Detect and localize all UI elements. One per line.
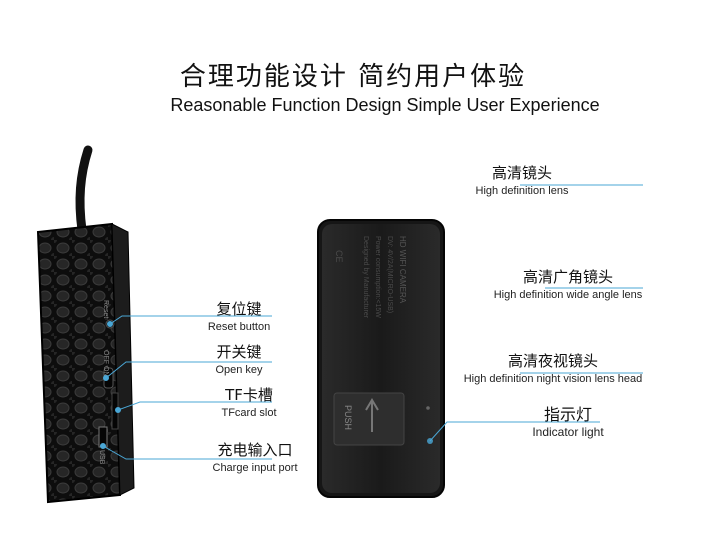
callout-hd-lens: 高清镜头 High definition lens: [452, 164, 592, 199]
callout-wide-lens: 高清广角镜头 High definition wide angle lens: [488, 268, 648, 303]
svg-text:CE: CE: [334, 250, 344, 263]
right-callout-lines: [429, 184, 643, 442]
side-reset-text: Reset: [102, 300, 109, 318]
back-line1: DV: 4V/2A(MICRO-USB): [386, 236, 393, 313]
left-callout-lines: [100, 315, 272, 460]
callout-tf: TF卡槽 TFcard slot: [206, 386, 292, 421]
device-back-view: HD WIFI CAMERA DV: 4V/2A(MICRO-USB) Powe…: [317, 219, 445, 498]
callout-night-lens: 高清夜视镜头 High definition night vision lens…: [456, 352, 650, 387]
callout-tf-en: TFcard slot: [221, 407, 277, 419]
callout-hd-lens-cn: 高清镜头: [491, 164, 552, 182]
callout-indicator-en: Indicator light: [532, 425, 604, 439]
device-side-view: Reset OFF ON USB: [36, 222, 135, 504]
callout-charge: 充电输入口 Charge input port: [200, 441, 310, 476]
callout-indicator-cn: 指示灯: [543, 405, 592, 424]
push-text: PUSH: [343, 405, 353, 430]
callout-reset: 复位键 Reset button: [196, 300, 282, 335]
callout-power-en: Open key: [215, 364, 263, 376]
heading-chinese: 合理功能设计 简约用户体验: [179, 62, 527, 92]
tf-card: PUSH: [333, 392, 405, 446]
back-line2: Power consumption:<15W: [374, 236, 381, 318]
callout-power: 开关键 Open key: [196, 343, 282, 378]
callout-wide-lens-en: High definition wide angle lens: [493, 289, 643, 301]
callout-night-lens-cn: 高清夜视镜头: [507, 352, 598, 370]
back-model-text: HD WIFI CAMERA: [398, 236, 407, 304]
callout-night-lens-en: High definition night vision lens head: [463, 373, 643, 385]
callout-charge-en: Charge input port: [212, 462, 298, 474]
callout-charge-cn: 充电输入口: [217, 441, 293, 459]
side-offon-text: OFF ON: [102, 350, 109, 376]
callout-hd-lens-en: High definition lens: [475, 185, 569, 197]
callout-wide-lens-cn: 高清广角镜头: [522, 268, 613, 286]
back-line3: Designed by Manufacturer: [362, 236, 369, 319]
side-usb-text: USB: [98, 450, 105, 465]
heading-english: Reasonable Function Design Simple User E…: [170, 95, 600, 115]
callout-indicator: 指示灯 Indicator light: [520, 405, 616, 440]
callout-reset-cn: 复位键: [216, 300, 262, 318]
callout-reset-en: Reset button: [207, 321, 271, 333]
cable: [75, 145, 93, 235]
callout-power-cn: 开关键: [216, 343, 262, 361]
indicator-light: [426, 406, 430, 410]
callout-tf-cn: TF卡槽: [225, 386, 273, 404]
